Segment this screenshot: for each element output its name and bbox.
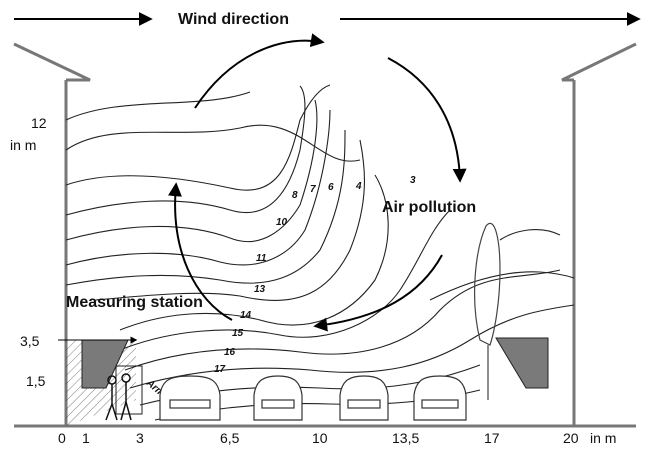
right-building-roof <box>561 42 637 82</box>
pedestrians-icon <box>105 373 132 421</box>
x-tick-17: 17 <box>484 430 500 446</box>
car-2 <box>253 375 303 421</box>
isoline-label-7: 7 <box>310 184 316 195</box>
car-3 <box>339 375 389 421</box>
isoline-label-6: 6 <box>328 182 334 193</box>
circulation-arrow-top <box>194 33 325 109</box>
air-pollution-label: Air pollution <box>382 199 476 216</box>
y-tick-3-5: 3,5 <box>20 333 40 349</box>
isoline-label-4: 4 <box>355 181 362 192</box>
tree-icon <box>474 223 501 346</box>
right-awning <box>495 337 549 389</box>
x-tick-0: 0 <box>58 430 66 446</box>
measuring-station-label: Measuring station <box>66 294 203 311</box>
left-building-roof <box>13 42 91 82</box>
y-tick-1-5: 1,5 <box>26 373 46 389</box>
y-tick-12: 12 <box>31 115 47 131</box>
isoline-label-16: 16 <box>224 347 236 358</box>
isoline-label-11: 11 <box>256 253 267 264</box>
isoline-label-10: 10 <box>276 217 288 228</box>
car-1 <box>159 375 221 421</box>
circulation-arrow-bottom <box>313 254 443 332</box>
x-tick-1: 1 <box>82 430 90 446</box>
x-tick-13-5: 13,5 <box>392 430 419 446</box>
x-tick-6-5: 6,5 <box>220 430 240 446</box>
isoline-label-17: 17 <box>214 364 226 375</box>
isoline-label-13: 13 <box>254 284 266 295</box>
isoline-label-3: 3 <box>410 175 416 186</box>
circulation-arrow-right <box>387 57 467 183</box>
hatched-area <box>66 340 136 426</box>
car-4 <box>413 375 467 421</box>
x-tick-3: 3 <box>136 430 144 446</box>
x-tick-20: 20 <box>563 430 579 446</box>
isoline-label-8: 8 <box>292 190 298 201</box>
y-axis-unit: in m <box>10 137 36 153</box>
isoline-label-14: 14 <box>240 310 252 321</box>
diagram-title: Wind direction <box>178 11 289 28</box>
circulation-arrow-left <box>168 182 233 321</box>
x-axis-unit: in m <box>590 430 616 446</box>
isoline-label-15: 15 <box>232 328 244 339</box>
x-tick-10: 10 <box>312 430 328 446</box>
